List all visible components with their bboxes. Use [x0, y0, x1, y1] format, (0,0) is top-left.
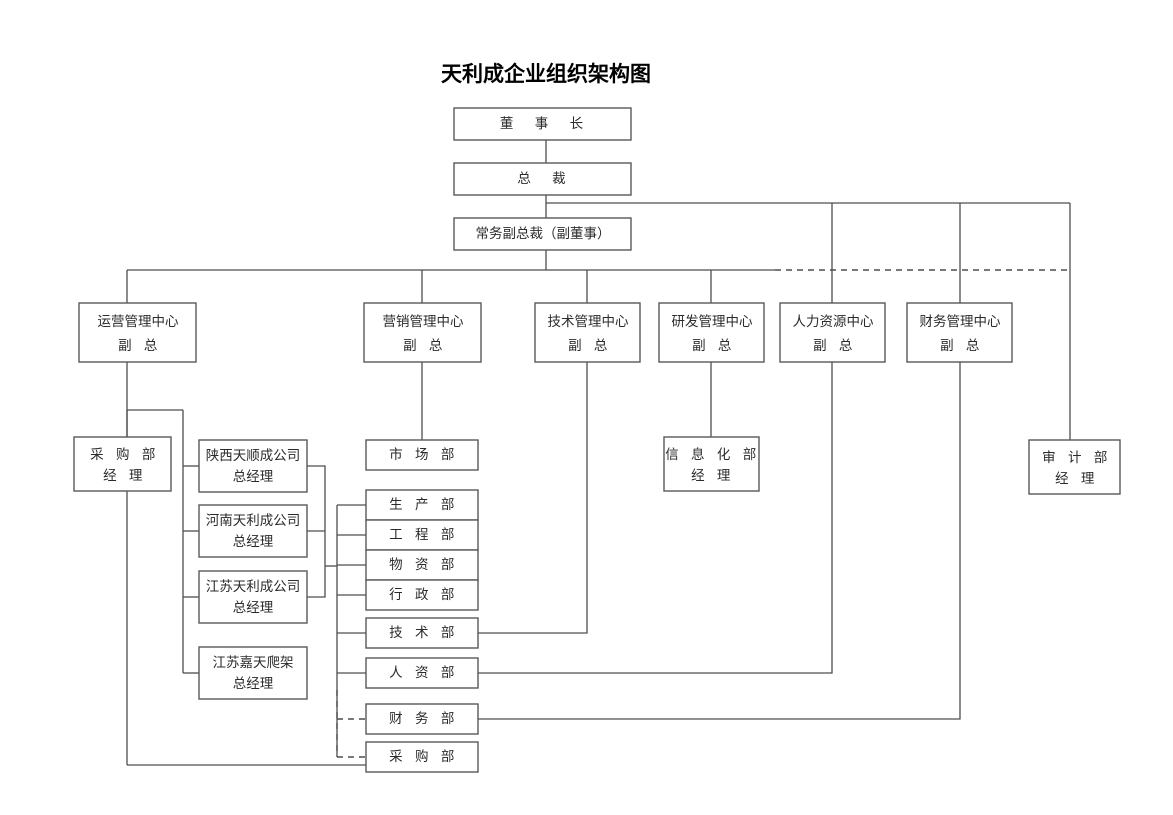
node-dept-hr[interactable]: 人 资 部	[365, 657, 479, 689]
node-dept-finance[interactable]: 财 务 部	[365, 703, 479, 735]
node-rd-center-label-2: 副 总	[692, 338, 736, 353]
node-purchase-mgr-label-2: 经 理	[103, 468, 147, 483]
node-dept-engineering-label: 工 程 部	[389, 527, 459, 542]
node-dept-market-label: 市 场 部	[389, 446, 459, 462]
node-sub-henan-label-1: 河南天利成公司	[206, 513, 301, 528]
node-fin-center-label-2: 副 总	[940, 338, 984, 353]
node-fin-center[interactable]: 财务管理中心 副 总	[906, 302, 1013, 363]
node-sub-jiangsu[interactable]: 江苏天利成公司 总经理	[198, 570, 308, 624]
node-hr-center-label-2: 副 总	[813, 338, 857, 353]
node-info-dept-label-1: 信 息 化 部	[665, 446, 761, 462]
node-audit-dept[interactable]: 审 计 部 经 理	[1028, 439, 1121, 495]
node-dept-materials[interactable]: 物 资 部	[365, 549, 479, 581]
node-exec-vp-label: 常务副总裁（副董事）	[476, 226, 611, 241]
node-dept-market[interactable]: 市 场 部	[365, 439, 479, 471]
node-chairman[interactable]: 董 事 长	[453, 107, 632, 141]
page-title: 天利成企业组织架构图	[441, 62, 651, 86]
node-info-dept-label-2: 经 理	[691, 468, 735, 483]
node-sub-jiangsu-label-1: 江苏天利成公司	[206, 579, 301, 594]
node-president-label: 总 裁	[517, 171, 574, 186]
node-sub-shaanxi-label-1: 陕西天顺成公司	[206, 448, 301, 463]
node-info-dept[interactable]: 信 息 化 部 经 理	[663, 436, 761, 492]
node-dept-hr-label: 人 资 部	[389, 665, 459, 680]
node-ops-center[interactable]: 运营管理中心 副 总	[78, 302, 197, 363]
node-sub-jiatian[interactable]: 江苏嘉天爬架 总经理	[198, 646, 308, 700]
node-dept-finance-label: 财 务 部	[389, 711, 459, 726]
node-tech-center[interactable]: 技术管理中心 副 总	[534, 302, 641, 363]
node-chairman-label: 董 事 长	[500, 116, 592, 131]
node-dept-admin[interactable]: 行 政 部	[365, 579, 479, 611]
node-dept-production-label: 生 产 部	[389, 497, 459, 512]
node-dept-production[interactable]: 生 产 部	[365, 489, 479, 521]
node-purchase-mgr[interactable]: 采 购 部 经 理	[73, 436, 172, 492]
node-president[interactable]: 总 裁	[453, 162, 632, 196]
node-rd-center-label-1: 研发管理中心	[672, 314, 753, 329]
node-audit-dept-label-2: 经 理	[1055, 471, 1099, 486]
node-sub-jiatian-label-1: 江苏嘉天爬架	[213, 655, 294, 670]
node-hr-center[interactable]: 人力资源中心 副 总	[779, 302, 886, 363]
node-tech-center-label-1: 技术管理中心	[548, 314, 629, 329]
node-sub-henan[interactable]: 河南天利成公司 总经理	[198, 504, 308, 558]
node-dept-technology-label: 技 术 部	[389, 625, 459, 640]
node-ops-center-label-1: 运营管理中心	[98, 314, 179, 329]
node-sub-henan-label-2: 总经理	[233, 534, 274, 549]
connector-layer	[126, 140, 1071, 766]
edge-fin-dept	[478, 362, 961, 720]
node-tech-center-label-2: 副 总	[568, 338, 612, 353]
node-purchase-mgr-label-1: 采 购 部	[90, 447, 160, 462]
node-sub-shaanxi[interactable]: 陕西天顺成公司 总经理	[198, 439, 308, 493]
edge-tech-technology	[478, 362, 588, 634]
node-dept-materials-label: 物 资 部	[389, 557, 459, 572]
edge-jiangsu-right	[307, 566, 326, 598]
node-mkt-center-label-2: 副 总	[403, 338, 447, 353]
node-sub-shaanxi-label-2: 总经理	[233, 469, 274, 484]
node-mkt-center[interactable]: 营销管理中心 副 总	[363, 302, 482, 363]
node-sub-jiangsu-label-2: 总经理	[233, 600, 274, 615]
node-sub-jiatian-label-2: 总经理	[233, 676, 274, 691]
node-ops-center-label-2: 副 总	[118, 338, 162, 353]
node-dept-purchasing[interactable]: 采 购 部	[365, 741, 479, 773]
node-exec-vp[interactable]: 常务副总裁（副董事）	[453, 217, 632, 251]
node-audit-dept-label-1: 审 计 部	[1042, 450, 1112, 465]
edge-hr-dept	[478, 362, 833, 674]
node-dept-admin-label: 行 政 部	[389, 587, 459, 602]
node-rd-center[interactable]: 研发管理中心 副 总	[658, 302, 765, 363]
node-mkt-center-label-1: 营销管理中心	[383, 314, 464, 329]
edge-shaanxi-right	[307, 465, 326, 566]
node-dept-purchasing-label: 采 购 部	[389, 749, 459, 764]
node-dept-engineering[interactable]: 工 程 部	[365, 519, 479, 551]
node-dept-technology[interactable]: 技 术 部	[365, 617, 479, 649]
node-fin-center-label-1: 财务管理中心	[920, 314, 1001, 329]
node-hr-center-label-1: 人力资源中心	[793, 314, 874, 329]
